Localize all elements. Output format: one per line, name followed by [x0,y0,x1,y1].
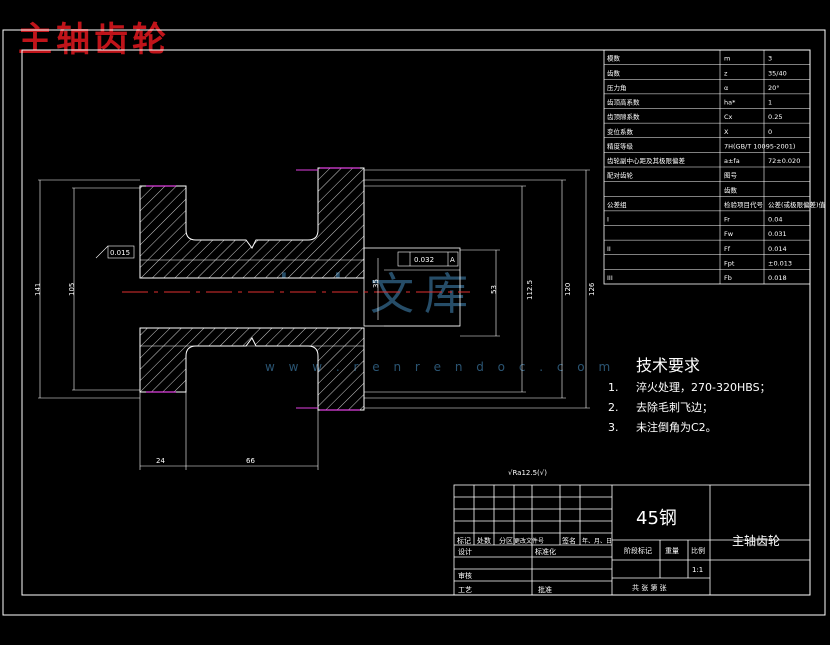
param-cell: 精度等级 [607,141,634,150]
param-cell: Fr [724,216,730,224]
param-cell: 3 [768,55,772,63]
param-cell: II [607,245,611,253]
param-cell: 0.014 [768,245,787,253]
param-cell: ±0.013 [768,259,792,267]
roughness-note: √Ra12.5(√) [508,469,547,477]
param-cell: 压力角 [607,83,627,92]
hdr-date: 年、月、日 [582,537,612,545]
param-cell: 模数 [607,54,621,63]
title-block [453,484,811,596]
param-cell: 35/40 [768,69,787,77]
drawing-title: 主轴齿轮 [18,20,170,60]
tech-item: 1.淬火处理，270-320HBS； [608,381,771,394]
param-cell: 齿数 [724,185,738,194]
dim-120: 120 [564,283,572,296]
param-cell: 变位系数 [607,127,634,136]
param-cell: Ff [724,245,731,253]
hdr-review: 审核 [458,571,472,580]
tol-value: 0.032 [414,256,434,264]
param-cell: ha* [724,99,736,107]
param-cell: Fb [724,274,732,282]
hdr-mark: 标记 [457,536,471,545]
param-cell: 齿轮副中心距及其极限偏差 [607,156,686,165]
param-cell: a±fa [724,157,740,165]
hdr-design: 设计 [458,547,472,556]
hdr-std: 标准化 [535,547,556,556]
param-cell: 0.04 [768,216,782,224]
dim-112-5: 112.5 [526,280,534,300]
param-cell: 0.031 [768,230,787,238]
param-cell: 0 [768,128,772,136]
param-cell: z [724,69,728,77]
tech-item: 3.未注倒角为C2。 [608,421,717,434]
param-cell: III [607,274,613,282]
param-cell: 齿顶隙系数 [607,112,640,121]
param-cell: 配对齿轮 [607,171,634,180]
outer-border [2,29,826,616]
param-cell: 7H(GB/T 10095-2001) [724,142,795,150]
dim-35: 35 [372,279,380,288]
upper-section [139,167,365,279]
hdr-approve: 批准 [538,585,552,594]
hdr-docno: 更改文件号 [514,537,544,545]
hdr-count: 处数 [477,536,491,545]
param-cell: 公差组 [607,200,627,209]
param-cell: Fpt [724,259,735,267]
dim-66: 66 [246,457,255,465]
hdr-weight: 重量 [665,547,679,555]
param-cell: 公差(或极限偏差)值 [768,200,826,209]
part-name: 主轴齿轮 [732,533,780,548]
material: 45钢 [636,508,677,529]
hdr-process: 工艺 [458,586,472,594]
tech-list: 1.淬火处理，270-320HBS； 2.去除毛刺飞边； 3.未注倒角为C2。 [608,378,771,438]
hdr-sign: 签名 [562,536,576,545]
hdr-scale: 比例 [691,546,705,555]
inner-border [21,49,811,596]
lower-section [139,327,365,411]
dim-53: 53 [490,285,498,294]
dim-105: 105 [68,283,76,296]
scale-value: 1:1 [692,566,703,574]
hdr-zone: 分区 [499,536,513,545]
param-cell: 检验项目代号 [724,200,764,209]
runout-value: 0.015 [110,249,130,257]
param-cell: m [724,55,730,63]
param-cell: 齿顶高系数 [607,98,640,107]
parameter-table: 模数 m 3 齿数 z 35/40 压力角 α 20° 齿顶高系数 ha* 1 齿顶隙系数 Cx 0.25 变… [603,49,826,285]
param-cell: 0.25 [768,113,782,121]
gear-section [122,167,470,411]
datum-letter: A [450,256,455,264]
param-cell: 0.018 [768,274,787,282]
param-cell: α [724,84,728,92]
param-cell: 1 [768,99,772,107]
dimensions [38,169,590,470]
sheets: 共 张 第 张 [632,583,667,592]
param-cell: X [724,128,729,136]
tech-heading: 技术要求 [636,356,701,375]
param-cell: 72±0.020 [768,157,800,165]
param-cell: Fw [724,230,734,238]
param-cell: 图号 [724,172,738,180]
hdr-stage: 阶段标记 [624,546,652,555]
param-cell: I [607,216,609,224]
tech-item: 2.去除毛刺飞边； [608,401,713,414]
dim-24: 24 [156,457,165,465]
param-cell: 齿数 [607,68,621,77]
dim-126: 126 [588,282,596,296]
dim-141: 141 [34,283,42,296]
param-cell: 20° [768,84,780,92]
param-cell: Cx [724,113,733,121]
